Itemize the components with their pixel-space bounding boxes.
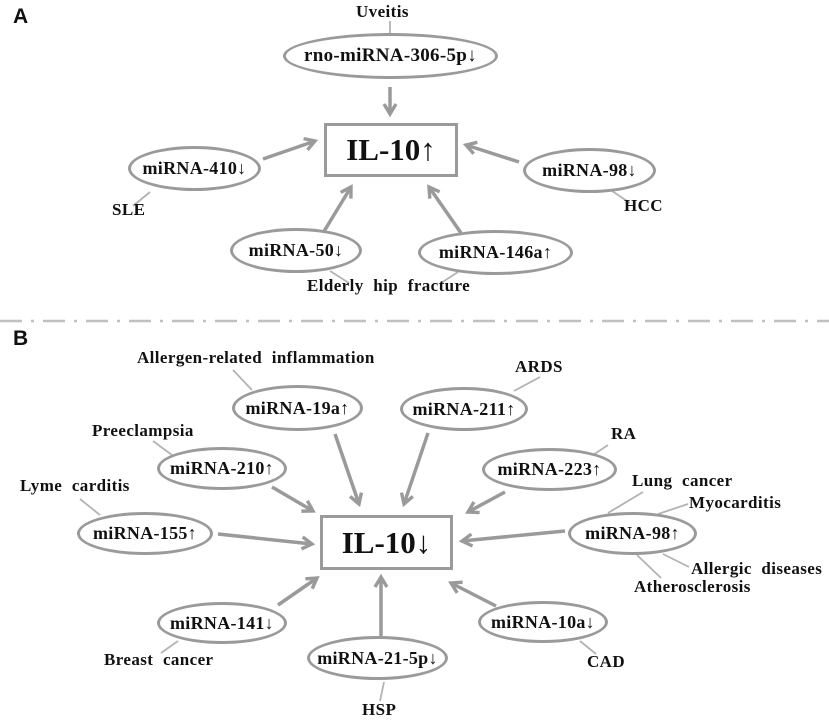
connector-hsp — [379, 681, 385, 702]
mirna-node-mirna-210: miRNA-210↑ — [157, 447, 287, 490]
disease-label-cad: CAD — [587, 652, 626, 671]
mirna-node-label: miRNA-210↑ — [170, 458, 274, 478]
mirna-node-mirna-146a: miRNA-146a↑ — [418, 230, 573, 275]
mirna-node-label: miRNA-50↓ — [248, 240, 344, 260]
mirna-node-label: miRNA-98↑ — [585, 523, 680, 543]
disease-label-hcc: HCC — [624, 196, 663, 215]
il10-down-label: IL-10↓ — [341, 524, 432, 560]
connector-elderly-right — [440, 271, 459, 284]
mirna-node-mirna-50: miRNA-50↓ — [230, 228, 362, 273]
disease-label-allergen-related-inflammation: Allergen-related inflammation — [137, 348, 375, 367]
mirna-node-label: miRNA-98↓ — [542, 160, 637, 180]
disease-label-uveitis: Uveitis — [356, 2, 409, 21]
il10-up-label: IL-10↑ — [346, 132, 436, 167]
arrow-mirna-141-to-il10 — [277, 576, 320, 607]
connector-allergen-inflammation — [232, 369, 253, 391]
mirna-node-label: miRNA-146a↑ — [438, 242, 553, 262]
disease-label-sle: SLE — [112, 200, 146, 219]
arrow-mirna-210-to-il10 — [271, 485, 316, 513]
il10-down-box: IL-10↓ — [320, 515, 453, 570]
mirna-node-mirna-223: miRNA-223↑ — [482, 448, 617, 491]
mirna-node-mirna-98-down: miRNA-98↓ — [523, 148, 656, 193]
disease-label-hsp: HSP — [362, 700, 397, 719]
mirna-node-mirna-141: miRNA-141↓ — [157, 602, 287, 644]
disease-label-ards: ARDS — [515, 357, 563, 376]
arrow-mirna-10a-to-il10 — [448, 580, 497, 608]
connector-cad — [579, 640, 597, 655]
mirna-node-label: miRNA-21-5p↓ — [317, 647, 438, 668]
connector-ards — [513, 376, 541, 392]
mirna-node-label: miRNA-211↑ — [412, 398, 516, 419]
mirna-node-label: miRNA-10a↓ — [491, 611, 595, 632]
connector-preeclampsia — [152, 440, 173, 456]
disease-label-breast-cancer: Breast cancer — [104, 650, 214, 669]
mirna-node-mirna-10a: miRNA-10a↓ — [478, 601, 608, 643]
disease-label-preeclampsia: Preeclampsia — [92, 421, 194, 440]
connector-atherosclerosis — [636, 554, 662, 579]
arrow-mirna-98down-to-il10 — [462, 140, 520, 164]
arrow-mirna-155-to-il10 — [217, 532, 316, 551]
mirna-node-mirna-211: miRNA-211↑ — [400, 387, 528, 431]
mirna-node-label: miRNA-141↓ — [170, 612, 274, 633]
disease-label-elderly-hip-fracture: Elderly hip fracture — [307, 276, 471, 295]
disease-label-lung-cancer: Lung cancer — [632, 471, 733, 490]
mirna-node-label: miRNA-223↑ — [497, 459, 602, 479]
arrow-mirna-146a-to-il10 — [427, 184, 463, 234]
connector-allergic-diseases — [662, 553, 690, 568]
mirna-node-mirna-21-5p: miRNA-21-5p↓ — [307, 636, 448, 680]
mirna-node-mirna-19a: miRNA-19a↑ — [232, 385, 363, 431]
connector-myocarditis — [657, 503, 689, 515]
panel-a-label: A — [13, 5, 29, 28]
disease-label-atherosclerosis: Atherosclerosis — [634, 577, 751, 596]
mirna-node-label: miRNA-19a↑ — [245, 397, 350, 418]
connector-breast-cancer — [160, 640, 179, 654]
disease-label-allergic-diseases: Allergic diseases — [691, 559, 823, 578]
connector-sle — [132, 191, 151, 207]
arrow-mirna-98up-to-il10 — [458, 529, 566, 548]
disease-label-lyme-carditis: Lyme carditis — [20, 476, 130, 495]
connector-lung-cancer — [607, 491, 644, 514]
disease-label-myocarditis: Myocarditis — [689, 493, 782, 512]
mirna-node-label: miRNA-155↑ — [93, 523, 197, 543]
arrow-mirna-410-to-il10 — [262, 136, 319, 161]
mirna-node-mirna-155: miRNA-155↑ — [77, 512, 213, 555]
mirna-node-mirna-410: miRNA-410↓ — [128, 146, 261, 191]
connector-hcc — [611, 190, 631, 204]
mirna-node-label: miRNA-410↓ — [142, 158, 247, 178]
connector-elderly-left — [329, 270, 350, 284]
connector-lyme-carditis — [79, 498, 101, 516]
arrow-mirna-50-to-il10 — [321, 184, 353, 234]
arrow-mirna-223-to-il10 — [465, 490, 506, 515]
mirna-node-mirna-98-up: miRNA-98↑ — [568, 512, 697, 555]
arrow-mirna-211-to-il10 — [399, 432, 430, 508]
panel-b-label: B — [13, 327, 29, 350]
il10-up-box: IL-10↑ — [324, 123, 458, 177]
arrow-mirna-19a-to-il10 — [333, 433, 364, 508]
disease-label-ra: RA — [611, 424, 637, 443]
mirna-node-label: rno-miRNA-306-5p↓ — [304, 45, 477, 66]
mirna-node-rno-mirna-306-5p: rno-miRNA-306-5p↓ — [283, 33, 498, 79]
